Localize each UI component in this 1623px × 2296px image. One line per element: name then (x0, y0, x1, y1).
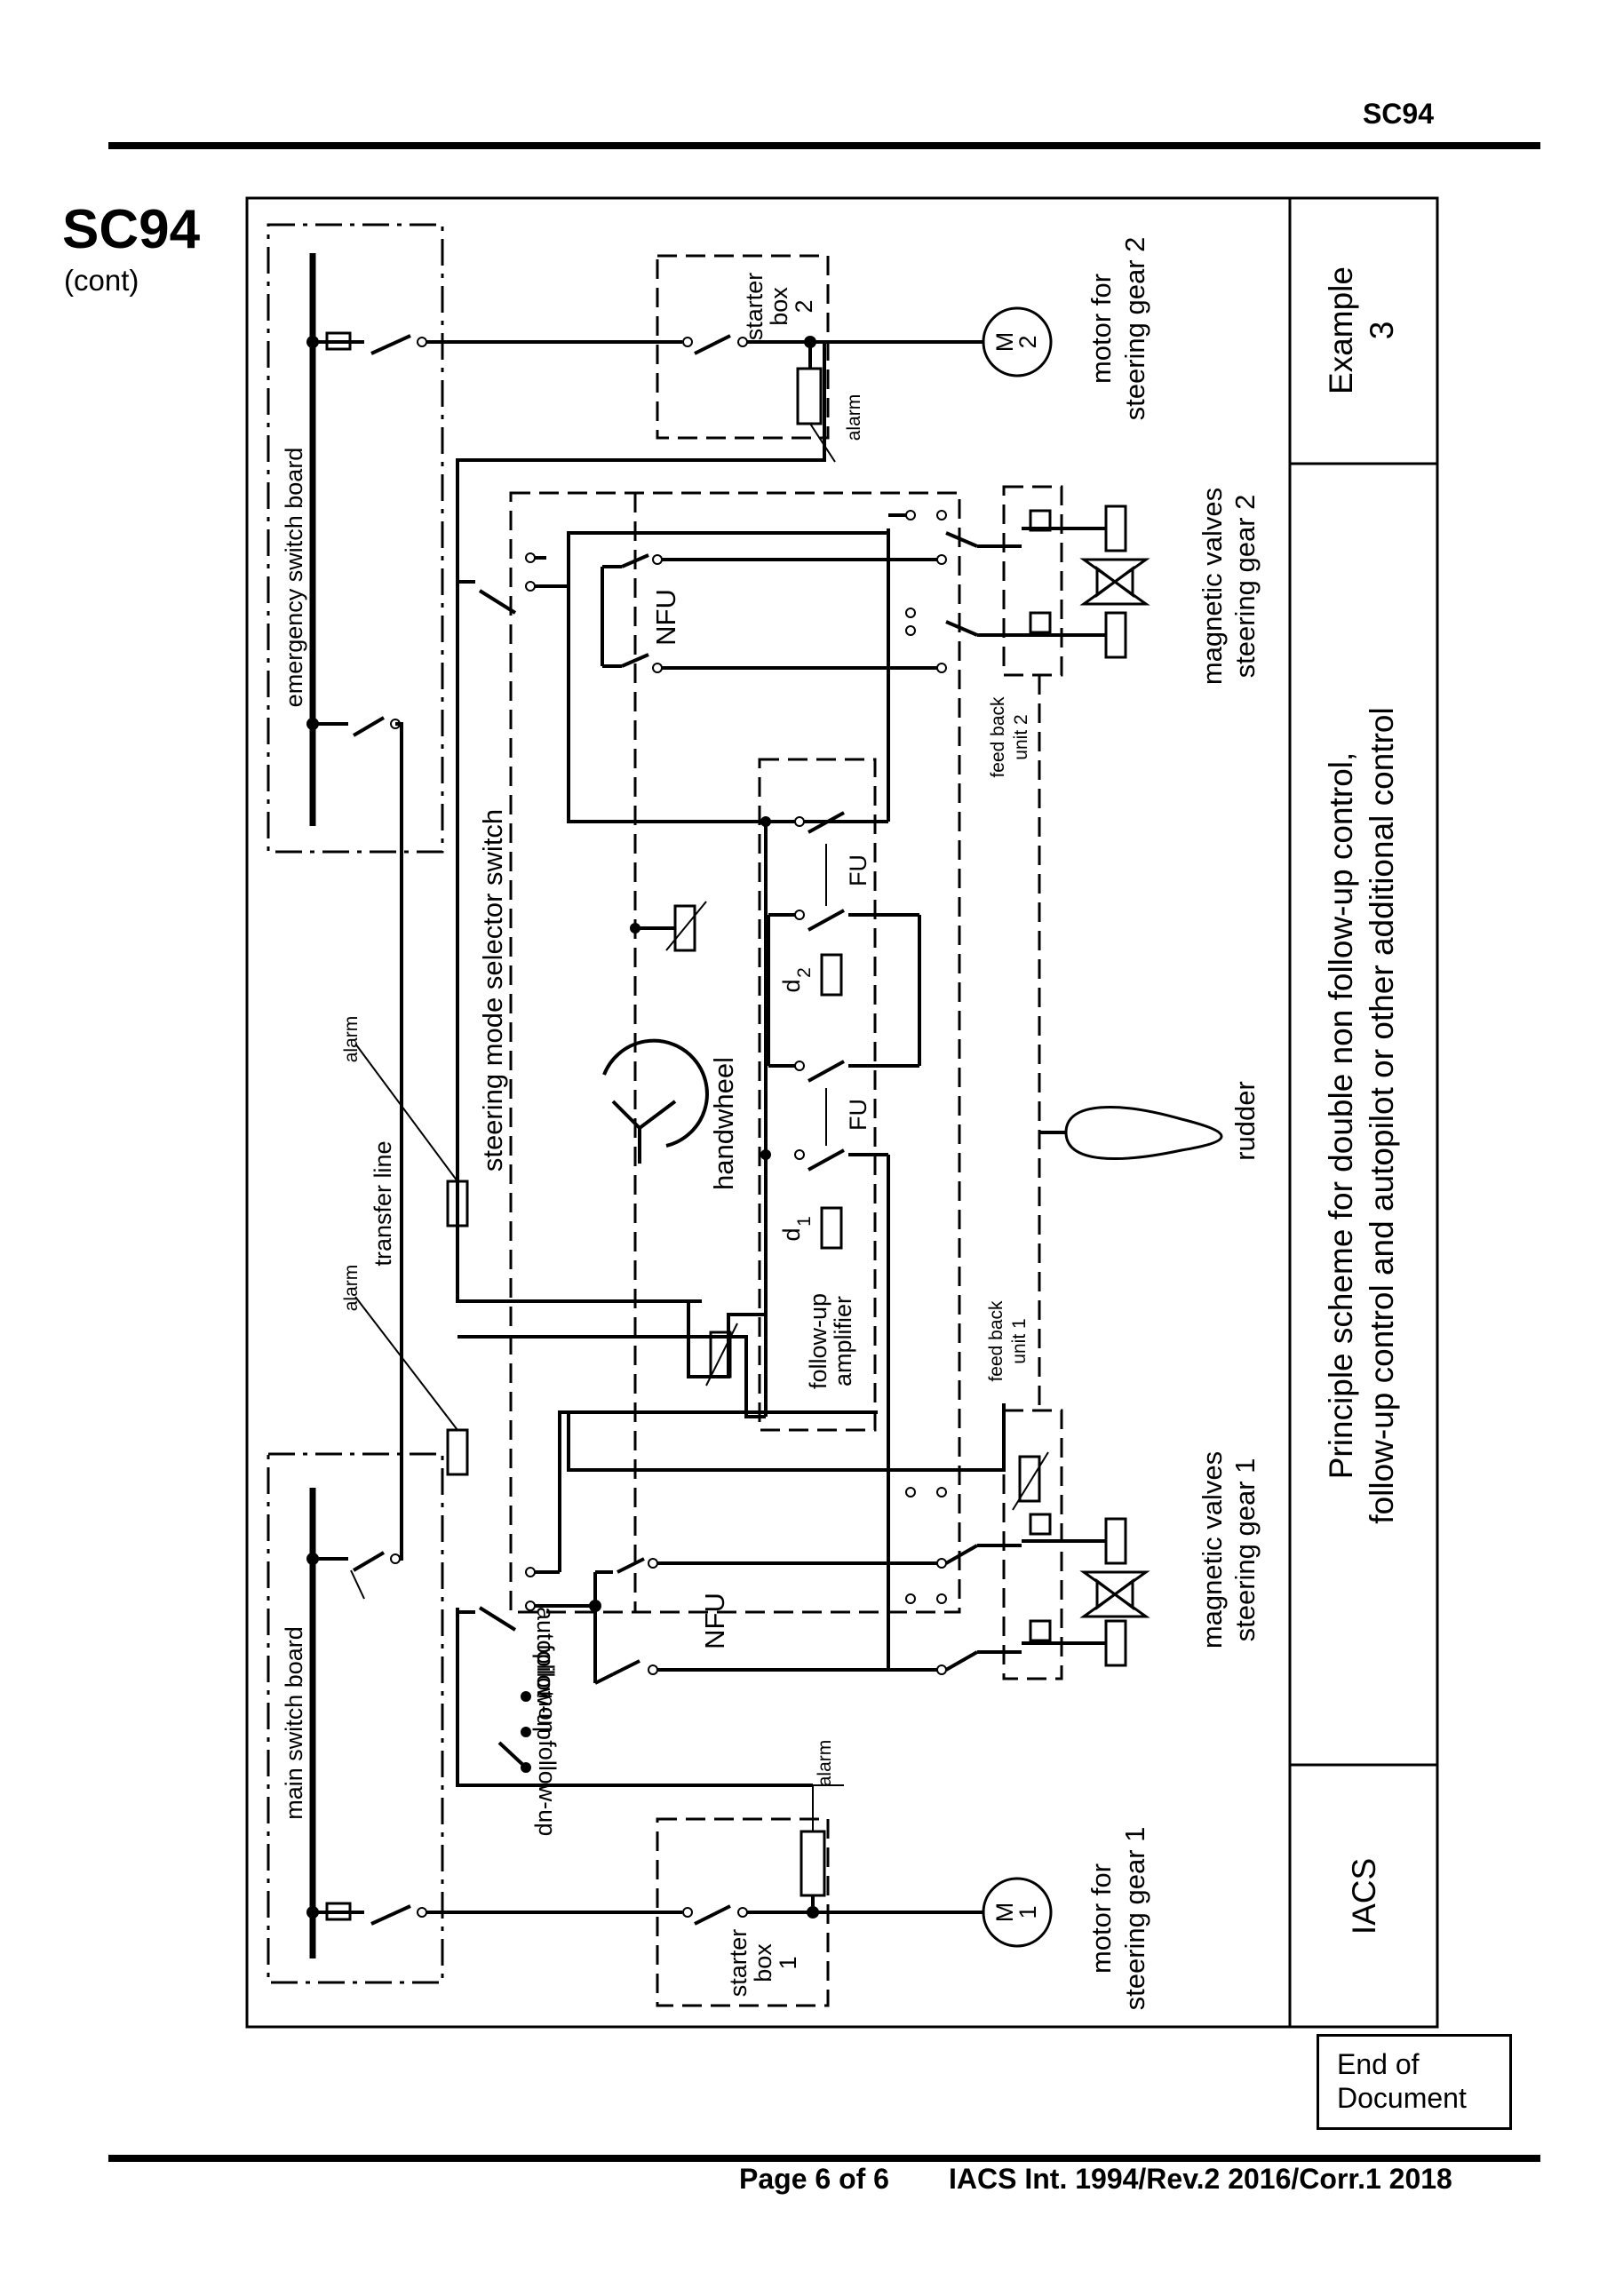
svg-text:d: d (778, 1227, 805, 1241)
mode-follow-up-label: follow-up (532, 1644, 559, 1740)
footer-reference: IACS Int. 1994/Rev.2 2016/Corr.1 2018 (949, 2163, 1452, 2195)
svg-text:1: 1 (775, 1956, 801, 1969)
follow-up-amplifier (758, 758, 877, 1432)
alarm-label-sg2: alarm (844, 394, 864, 441)
main-switch-board-box (267, 1452, 444, 1984)
end-of-document-line1: End of (1337, 2048, 1420, 2080)
svg-text:starter: starter (725, 1929, 752, 1998)
alarm-label-main: alarm (341, 1265, 362, 1312)
svg-text:steering gear 2: steering gear 2 (1119, 237, 1150, 421)
svg-text:steering gear 2: steering gear 2 (1229, 495, 1261, 679)
footer-rule (108, 2155, 1540, 2162)
steering-mode-selector-switch (509, 491, 961, 1614)
handwheel-label: handwheel (708, 1057, 739, 1190)
end-of-document-line2: Document (1337, 2082, 1467, 2115)
feed-back-unit-1 (1002, 1409, 1063, 1680)
side-cont: (cont) (64, 264, 139, 297)
selector-switch-label: steering mode selector switch (477, 809, 508, 1172)
nfu-label-bottom: NFU (699, 1593, 730, 1649)
end-of-document-box: End of Document (1317, 2034, 1512, 2130)
svg-text:d: d (778, 979, 805, 992)
svg-text:amplifier: amplifier (830, 1296, 856, 1386)
svg-text:1: 1 (794, 1216, 815, 1227)
svg-text:steering gear 1: steering gear 1 (1229, 1458, 1261, 1642)
svg-text:box: box (750, 1943, 776, 1982)
magnetic-valve-sg1-icon (1022, 1513, 1150, 1667)
fu-label-1: FU (845, 1099, 871, 1131)
svg-text:starter: starter (741, 273, 768, 341)
motor-1 (982, 1877, 1053, 1948)
side-code: SC94 (62, 199, 201, 260)
caption-line-2: follow-up control and autopilot or other… (1364, 707, 1400, 1523)
svg-text:M: M (991, 332, 1018, 353)
feed-back-unit-2 (1002, 485, 1063, 677)
svg-text:unit 2: unit 2 (1011, 714, 1031, 759)
header-code: SC94 (1362, 98, 1434, 130)
svg-text:unit 1: unit 1 (1009, 1318, 1030, 1363)
svg-text:magnetic valves: magnetic valves (1197, 1451, 1228, 1649)
footer-page: Page 6 of 6 (739, 2163, 889, 2195)
emergency-switch-board-label: emergency switch board (281, 448, 307, 708)
emergency-switch-board-box (267, 223, 444, 854)
svg-text:steering gear 1: steering gear 1 (1119, 1827, 1150, 2011)
svg-text:1: 1 (1014, 1905, 1041, 1919)
handwheel-icon (602, 1038, 709, 1148)
header-rule (108, 142, 1540, 149)
diagram-frame (245, 196, 1439, 2029)
caption-line-1: Principle scheme for double non follow-u… (1323, 752, 1359, 1480)
svg-text:feed back: feed back (986, 1300, 1006, 1382)
svg-text:2: 2 (1014, 335, 1041, 348)
sg1-valve-contacts (905, 1487, 1022, 1672)
fu-label-2: FU (845, 854, 871, 886)
example-number: 3 (1364, 322, 1400, 340)
transfer-line-label: transfer line (370, 1140, 396, 1266)
svg-text:magnetic valves: magnetic valves (1197, 488, 1228, 685)
main-switch-board-label: main switch board (281, 1626, 307, 1820)
svg-text:motor for: motor for (1086, 274, 1117, 384)
motor-2 (982, 306, 1053, 377)
rudder-label: rudder (1229, 1081, 1261, 1161)
svg-text:2: 2 (791, 299, 817, 313)
starter-box-1 (656, 1817, 830, 2007)
svg-text:follow-up: follow-up (805, 1293, 831, 1389)
starter-box-2 (656, 254, 830, 440)
sg2-valve-contacts (888, 510, 1022, 637)
rudder-icon (1064, 1106, 1223, 1161)
org-label: IACS (1346, 1858, 1382, 1935)
mode-autopilot-label: autopilot (532, 1607, 559, 1698)
svg-text:box: box (766, 287, 792, 326)
mode-non-follow-up-label: non follow-up (534, 1694, 561, 1837)
svg-text:2: 2 (794, 967, 815, 978)
nfu-label-top: NFU (650, 589, 681, 646)
alarm-label-emergency: alarm (341, 1016, 362, 1063)
svg-text:feed back: feed back (988, 696, 1008, 778)
example-label: Example (1323, 266, 1359, 394)
alarm-label-sg1: alarm (815, 1740, 835, 1787)
magnetic-valve-sg2-icon (1022, 504, 1150, 659)
svg-text:motor for: motor for (1086, 1863, 1117, 1974)
svg-text:M: M (991, 1903, 1018, 1923)
